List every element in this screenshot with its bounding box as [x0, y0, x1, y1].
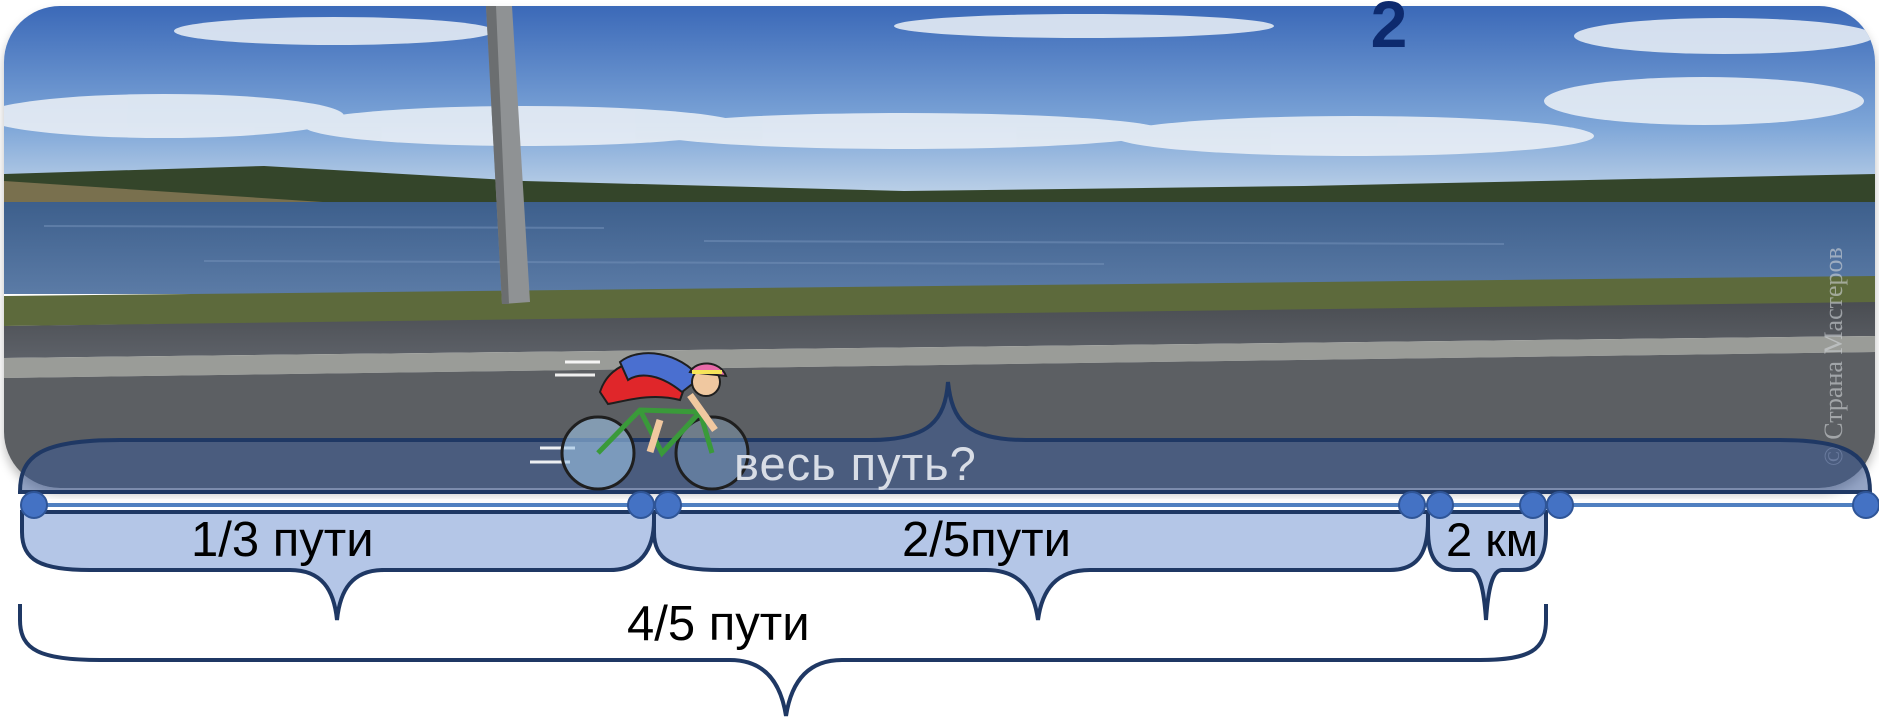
- four-fifths-brace: [18, 604, 1548, 717]
- whole-path-label: весь путь?: [734, 437, 977, 490]
- point-km-end-b: [1546, 491, 1574, 519]
- point-end: [1852, 491, 1879, 519]
- point-start: [20, 491, 48, 519]
- point-two-fifths: [1398, 491, 1426, 519]
- two-km-brace: [1426, 510, 1548, 621]
- two-km-label: 2 км: [1446, 513, 1539, 566]
- point-one-third-b: [654, 491, 682, 519]
- one-third-brace: [20, 510, 656, 621]
- one-third-label: 1/3 пути: [191, 513, 374, 567]
- four-fifths-label: 4/5 пути: [627, 597, 810, 651]
- two-fifths-brace: [652, 510, 1430, 621]
- cyclist-icon: [530, 352, 750, 491]
- slide-number: 2: [1370, 0, 1408, 61]
- background-photo: © Страна Мастеров: [4, 6, 1875, 488]
- watermark-text: © Страна Мастеров: [1819, 247, 1848, 466]
- point-one-third: [627, 491, 655, 519]
- whole-path-brace: [17, 381, 1873, 494]
- two-fifths-label: 2/5пути: [902, 513, 1071, 567]
- point-two-fifths-b: [1426, 491, 1454, 519]
